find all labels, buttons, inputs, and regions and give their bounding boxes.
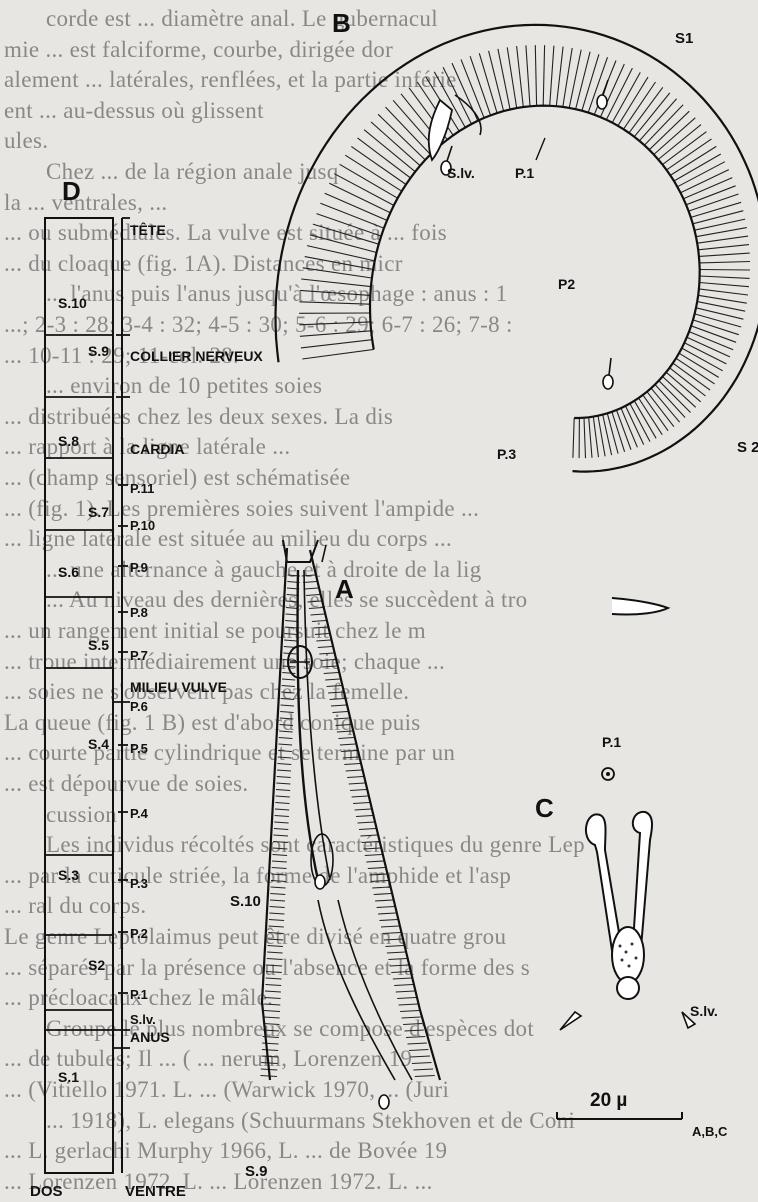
panel-c-setae bbox=[560, 1012, 695, 1030]
panel-d-letter: D bbox=[62, 176, 81, 206]
panel-b-slv-label: S.lv. bbox=[447, 165, 475, 181]
panel-d-dorsal-label: S.9 bbox=[88, 343, 109, 359]
panel-a-s10-label: S.10 bbox=[230, 893, 261, 910]
panel-d-dorsal-label: S.3 bbox=[58, 867, 79, 883]
panel-d-dos-label: DOS bbox=[30, 1183, 63, 1200]
panel-d-ventral-label: P.10 bbox=[130, 518, 155, 533]
panel-d-ventral-label: P.2 bbox=[130, 926, 148, 941]
panel-a-right-cuticle bbox=[310, 550, 440, 1080]
panel-d-ventre-label: VENTRE bbox=[125, 1183, 186, 1200]
panel-b-inner-cuticle bbox=[276, 25, 758, 472]
panel-d-dorsal-label: S.1 bbox=[58, 1069, 79, 1085]
panel-d-ventral-label: P.9 bbox=[130, 560, 148, 575]
panel-a-left-cuticle bbox=[262, 548, 287, 1080]
panel-d-dorsal-label: S.5 bbox=[88, 637, 109, 653]
panel-d-ventral-label: P.11 bbox=[130, 481, 154, 496]
panel-d-ventral-label: P.3 bbox=[130, 876, 148, 891]
panel-a: A S.10 S.9 bbox=[230, 540, 440, 1180]
panel-d-ventral-label: S.lv. bbox=[130, 1012, 156, 1027]
panel-a-letter: A bbox=[335, 574, 354, 604]
panel-d-ventral-label: P.6 bbox=[130, 699, 148, 714]
panel-d-dorsal-label: S.4 bbox=[88, 736, 109, 752]
panel-b-s2-label: S 2 bbox=[737, 439, 758, 456]
panel-b-p2-label: P2 bbox=[558, 276, 575, 292]
panel-d: D bbox=[30, 176, 263, 1200]
panel-b-p1-label: P.1 bbox=[515, 165, 534, 181]
panel-b: B S1 S 2 S.lv. P.1 P2 P.3 bbox=[276, 8, 758, 615]
panel-c-p1-label: P.1 bbox=[602, 734, 621, 750]
panel-d-ventral-label: P.1 bbox=[130, 987, 148, 1002]
panel-a-pharynx bbox=[298, 570, 318, 880]
panel-b-s1-label: S1 bbox=[675, 30, 693, 47]
panel-b-tail-tip bbox=[612, 598, 668, 615]
panel-d-ventral-label: TÊTE bbox=[130, 221, 166, 238]
panel-c-slv-label: S.lv. bbox=[690, 1003, 718, 1019]
panel-a-s9-label: S.9 bbox=[245, 1163, 268, 1180]
panel-d-ventral-label: COLLIER NERVEUX bbox=[130, 348, 263, 364]
panel-b-spicule bbox=[429, 100, 452, 160]
panel-d-ventral-label: P.4 bbox=[130, 806, 149, 821]
panel-d-dorsal-label: S.8 bbox=[58, 433, 79, 449]
scale-bar bbox=[557, 1112, 682, 1119]
panel-d-ventral-label: P.5 bbox=[130, 741, 148, 756]
panel-b-p1-pointer bbox=[536, 138, 545, 160]
panel-d-ventral-label: P.7 bbox=[130, 648, 148, 663]
panel-b-p3-label: P.3 bbox=[497, 446, 516, 462]
panel-d-dorsal-label: S.10 bbox=[58, 295, 87, 311]
panel-d-ventral-label: CARDIA bbox=[130, 441, 184, 457]
panel-a-cuticle-annuli bbox=[260, 575, 434, 1077]
panel-c-gubernaculum bbox=[612, 927, 644, 983]
panel-d-ventral-label: P.8 bbox=[130, 605, 148, 620]
panel-a-setae bbox=[315, 545, 389, 1109]
panel-d-dorsal-label: S.6 bbox=[58, 564, 79, 580]
panel-c: C P.1 S.lv. 20 µ A,B,C bbox=[535, 734, 728, 1139]
panel-d-dorsal-label: S2 bbox=[88, 957, 105, 973]
panel-d-ventral-label: MILIEU VULVE bbox=[130, 679, 227, 695]
scale-bar-label: 20 µ bbox=[590, 1090, 627, 1111]
panel-b-letter: B bbox=[332, 8, 351, 38]
panel-c-letter: C bbox=[535, 793, 554, 823]
panel-d-dorsal-label: S.7 bbox=[88, 504, 109, 520]
scale-bar-panels-label: A,B,C bbox=[692, 1124, 728, 1139]
panel-b-outer-cuticle bbox=[370, 106, 700, 418]
panel-d-ventral-label: ANUS bbox=[130, 1029, 170, 1045]
